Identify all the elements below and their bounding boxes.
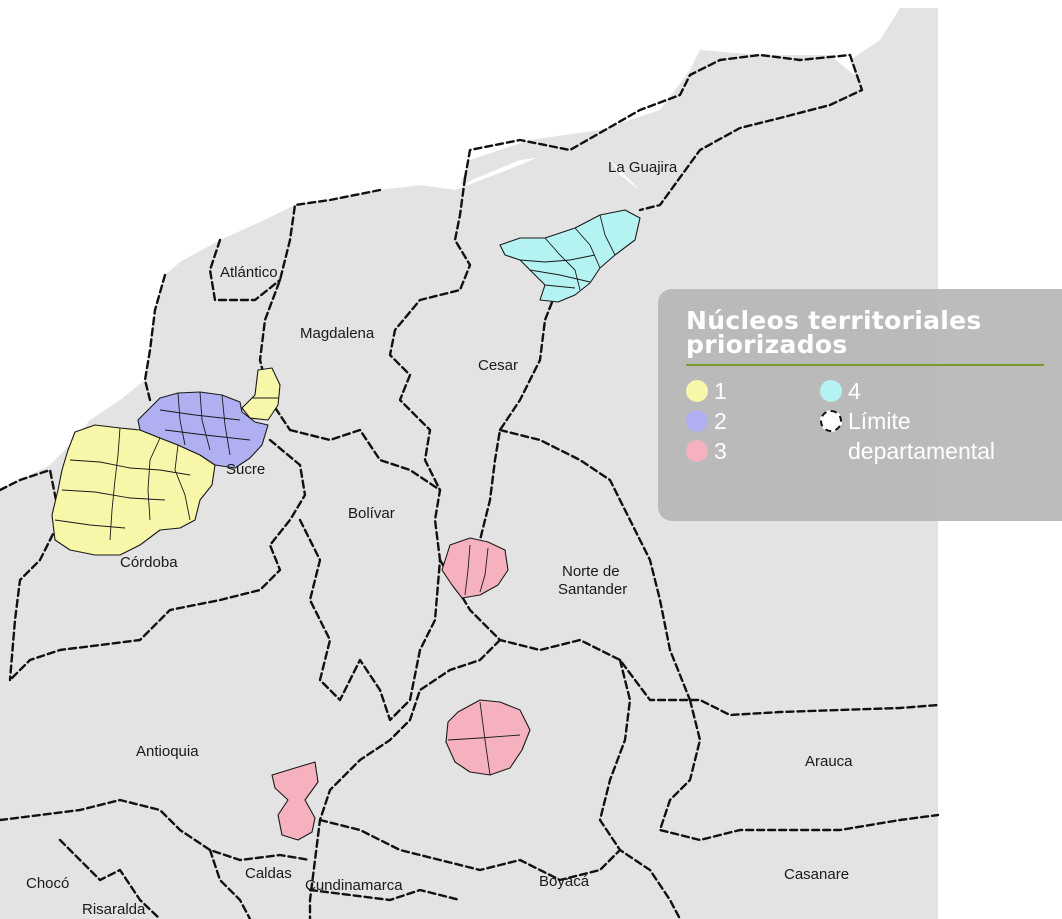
department-labels: La Guajira Atlántico Magdalena Cesar Suc… (26, 159, 853, 918)
label-santander: Santander (558, 581, 627, 598)
legend-divider (686, 364, 1044, 366)
legend-title: Núcleos territoriales priorizados (686, 306, 1044, 359)
nucleo-2-region (137, 391, 269, 469)
label-antioquia: Antioquia (136, 743, 199, 760)
label-casanare: Casanare (784, 866, 849, 883)
legend-panel: Núcleos territoriales priorizados 1 2 3 … (658, 289, 1062, 521)
label-magdalena: Magdalena (300, 325, 375, 342)
legend-item-4: 4 (820, 376, 861, 406)
legend-title-line-1: Núcleos territoriales (686, 306, 982, 335)
legend-item-boundary: Límite departamental (820, 406, 995, 466)
label-cordoba: Córdoba (120, 554, 178, 571)
swatch-2 (686, 410, 708, 432)
legend-label-4: 4 (848, 378, 861, 404)
legend-item-3: 3 (686, 436, 727, 466)
boundary-swatch (820, 410, 842, 432)
label-norte-de: Norte de (562, 563, 620, 580)
nucleo-1-region (51, 367, 281, 556)
label-cesar: Cesar (478, 357, 518, 374)
label-cundinamarca: Cundinamarca (305, 877, 403, 894)
legend-items: 1 2 3 4 Límite departamental (686, 376, 1044, 496)
legend-label-3: 3 (714, 438, 727, 464)
legend-label-2: 2 (714, 408, 727, 434)
swatch-4 (820, 380, 842, 402)
la-guajira-land (460, 50, 860, 210)
label-arauca: Arauca (805, 753, 853, 770)
label-boyaca: Boyacá (539, 873, 590, 890)
legend-title-line-2: priorizados (686, 330, 848, 359)
label-bolivar: Bolívar (348, 505, 395, 522)
label-la-guajira: La Guajira (608, 159, 678, 176)
label-atlantico: Atlántico (220, 264, 278, 281)
legend-item-1: 1 (686, 376, 727, 406)
legend-boundary-line-2: departamental (848, 438, 996, 464)
label-choco: Chocó (26, 875, 69, 892)
legend-item-2: 2 (686, 406, 727, 436)
label-sucre: Sucre (226, 461, 265, 478)
swatch-1 (686, 380, 708, 402)
legend-boundary-label: Límite departamental (848, 406, 995, 466)
nucleo-3-region (271, 537, 531, 841)
department-boundaries (0, 53, 940, 919)
legend-boundary-line-1: Límite (848, 408, 911, 434)
legend-label-1: 1 (714, 378, 727, 404)
nucleo-4-region (499, 209, 641, 303)
label-risaralda: Risaralda (82, 901, 146, 918)
label-caldas: Caldas (245, 865, 292, 882)
swatch-3 (686, 440, 708, 462)
